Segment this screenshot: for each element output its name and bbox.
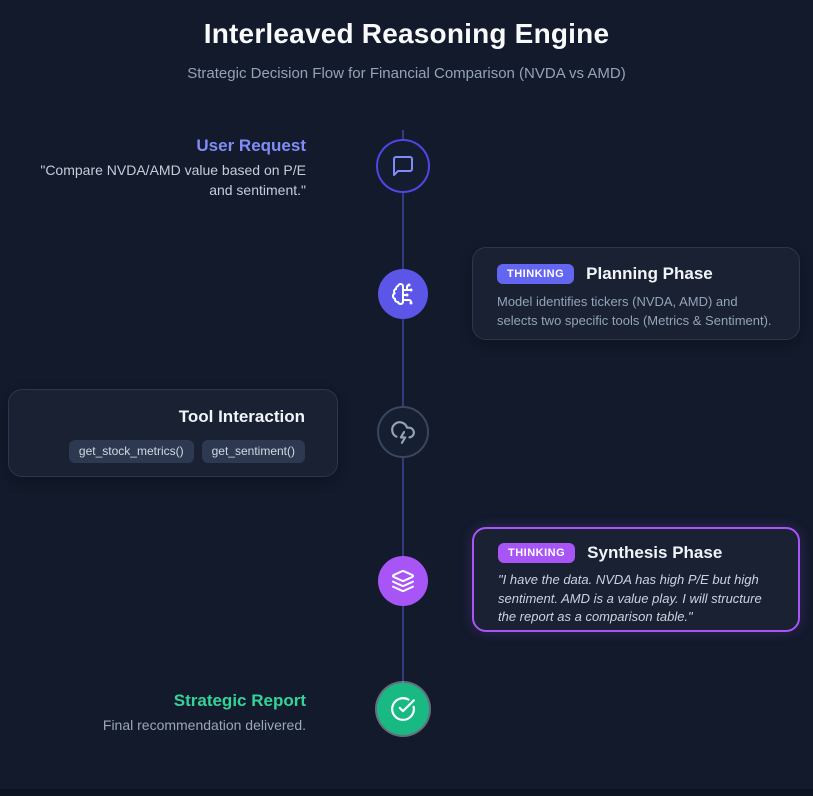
tool-interaction-card: Tool Interaction get_stock_metrics() get… xyxy=(8,389,338,477)
synthesis-phase-body: "I have the data. NVDA has high P/E but … xyxy=(498,572,762,624)
step-user-request: User Request "Compare NVDA/AMD value bas… xyxy=(10,135,306,200)
synthesis-phase-card: THINKING Synthesis Phase "I have the dat… xyxy=(472,527,800,632)
brain-circuit-icon xyxy=(392,283,413,305)
node-tool-interaction xyxy=(377,406,429,458)
cloud-lightning-icon xyxy=(391,421,415,444)
user-request-label: User Request xyxy=(196,136,306,155)
message-square-icon xyxy=(393,156,413,176)
node-strategic-report xyxy=(377,683,429,735)
layers-icon xyxy=(392,570,414,592)
node-synthesis-phase xyxy=(378,556,428,606)
planning-phase-card: THINKING Planning Phase Model identifies… xyxy=(472,247,800,340)
node-planning-phase xyxy=(378,269,428,319)
step-strategic-report: Strategic Report Final recommendation de… xyxy=(10,690,306,735)
user-request-body: "Compare NVDA/AMD value based on P/E and… xyxy=(40,162,306,198)
tool-chip-list: get_stock_metrics() get_sentiment() xyxy=(33,440,305,463)
strategic-report-body: Final recommendation delivered. xyxy=(102,717,306,733)
synthesis-card-header: THINKING Synthesis Phase xyxy=(498,542,774,564)
tool-chip-get-sentiment: get_sentiment() xyxy=(201,440,305,463)
node-user-request xyxy=(376,139,430,193)
thinking-badge: THINKING xyxy=(498,543,576,563)
bottom-strip xyxy=(0,789,813,796)
circle-check-icon xyxy=(391,697,415,721)
strategic-report-label: Strategic Report xyxy=(173,691,306,710)
planning-phase-title: Planning Phase xyxy=(586,264,713,283)
tool-interaction-title: Tool Interaction xyxy=(178,407,305,426)
page-subtitle: Strategic Decision Flow for Financial Co… xyxy=(187,65,626,82)
thinking-badge: THINKING xyxy=(497,264,575,284)
synthesis-phase-title: Synthesis Phase xyxy=(587,543,723,562)
planning-phase-body: Model identifies tickers (NVDA, AMD) and… xyxy=(497,294,772,328)
planning-card-header: THINKING Planning Phase xyxy=(497,263,775,285)
page-title: Interleaved Reasoning Engine xyxy=(203,18,610,49)
tool-chip-get-stock-metrics: get_stock_metrics() xyxy=(68,440,194,463)
